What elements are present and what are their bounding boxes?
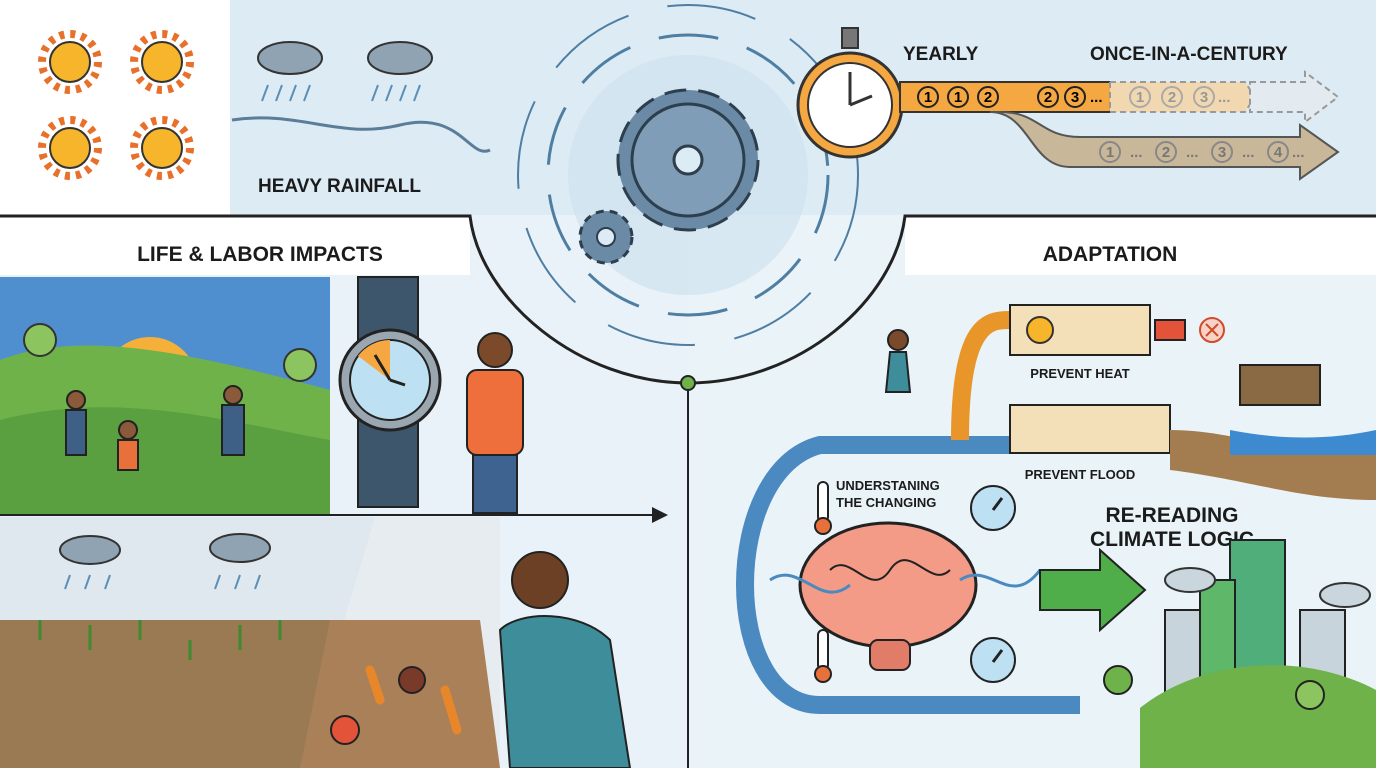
sun-icon	[130, 30, 194, 94]
faded-arrow-head	[1249, 69, 1340, 125]
svg-text:1: 1	[954, 89, 962, 106]
faded-sequence: 1 2 3 ...	[1129, 86, 1231, 108]
brain-icon	[798, 521, 978, 671]
yearly-label: YEARLY	[903, 44, 979, 65]
rotten-crops-scene	[300, 517, 500, 768]
right-header	[905, 217, 1376, 275]
lower-sequence: 1 ... 2 ... 3 ... 4 ...	[1099, 141, 1305, 163]
wind-swirl	[231, 116, 491, 153]
city-icon	[1103, 539, 1376, 768]
once-in-a-century-label: ONCE-IN-A-CENTURY	[1090, 44, 1288, 65]
center-node	[680, 375, 696, 391]
gauge-icon	[970, 637, 1016, 683]
svg-text:2: 2	[1168, 89, 1176, 106]
climate-cycle	[517, 4, 859, 346]
lower-arrow	[989, 111, 1340, 181]
svg-text:4: 4	[1274, 144, 1283, 161]
svg-text:...: ...	[1130, 144, 1143, 161]
svg-text:3: 3	[1218, 144, 1226, 161]
svg-text:...: ...	[1090, 89, 1103, 106]
thinking-person-figure	[498, 551, 632, 768]
sun-icon	[38, 30, 102, 94]
blocked-x-icon	[1199, 317, 1225, 343]
forward-arrow-icon	[1039, 547, 1147, 633]
heat-path	[951, 311, 1011, 441]
understanding-label-2: THE CHANGING	[836, 495, 936, 510]
heavy-rainfall-label: HEAVY RAINFALL	[258, 176, 421, 197]
svg-text:...: ...	[1186, 144, 1199, 161]
walking-person-figure	[884, 329, 912, 393]
life-labor-title: LIFE & LABOR IMPACTS	[137, 243, 383, 266]
svg-text:2: 2	[1162, 144, 1170, 161]
small-gear-icon	[578, 209, 634, 265]
svg-text:...: ...	[1242, 144, 1255, 161]
thermometer-icon	[814, 481, 832, 535]
sun-icon	[38, 116, 102, 180]
stilt-house-icon	[1239, 364, 1321, 406]
sun-icons	[38, 30, 194, 180]
rereading-label-2: CLIMATE LOGIC	[1090, 528, 1254, 551]
gauge-icon	[970, 485, 1016, 531]
prevent-heat-label: PREVENT HEAT	[1030, 366, 1129, 381]
prevent-flood-label: PREVENT FLOOD	[1025, 467, 1136, 482]
prevent-flood-box	[1009, 404, 1171, 454]
svg-text:3: 3	[1200, 89, 1208, 106]
svg-text:2: 2	[1044, 89, 1052, 106]
svg-text:1: 1	[924, 89, 932, 106]
svg-text:2: 2	[984, 89, 992, 106]
arrow-icon	[1154, 319, 1186, 341]
svg-text:1: 1	[1106, 144, 1114, 161]
flood-bank	[1170, 430, 1376, 500]
svg-text:...: ...	[1218, 89, 1231, 106]
rain-cloud-icon	[257, 41, 323, 102]
farmer-figure	[65, 385, 245, 471]
rain-cloud-icon	[367, 41, 433, 102]
yearly-arrow	[899, 81, 1122, 113]
svg-text:3: 3	[1071, 89, 1079, 106]
person-figure	[466, 332, 524, 514]
adaptation-title: ADAPTATION	[1043, 243, 1178, 266]
svg-text:1: 1	[1136, 89, 1144, 106]
adaptation-path	[736, 436, 1080, 714]
left-header	[0, 217, 470, 275]
large-gear-icon	[616, 88, 760, 232]
understanding-label-1: UNDERSTANING	[836, 478, 940, 493]
stopwatch-icon	[796, 27, 904, 159]
thermometer-icon	[814, 629, 832, 683]
sun-icon	[1026, 316, 1054, 344]
yearly-sequence: 1 1 2 2 3 ...	[917, 86, 1103, 108]
sun-icon	[130, 116, 194, 180]
svg-text:...: ...	[1292, 144, 1305, 161]
sun-panel	[0, 0, 230, 215]
farm-scene	[0, 277, 330, 515]
rereading-label-1: RE-READING	[1105, 504, 1238, 527]
watch-icon	[338, 276, 442, 508]
